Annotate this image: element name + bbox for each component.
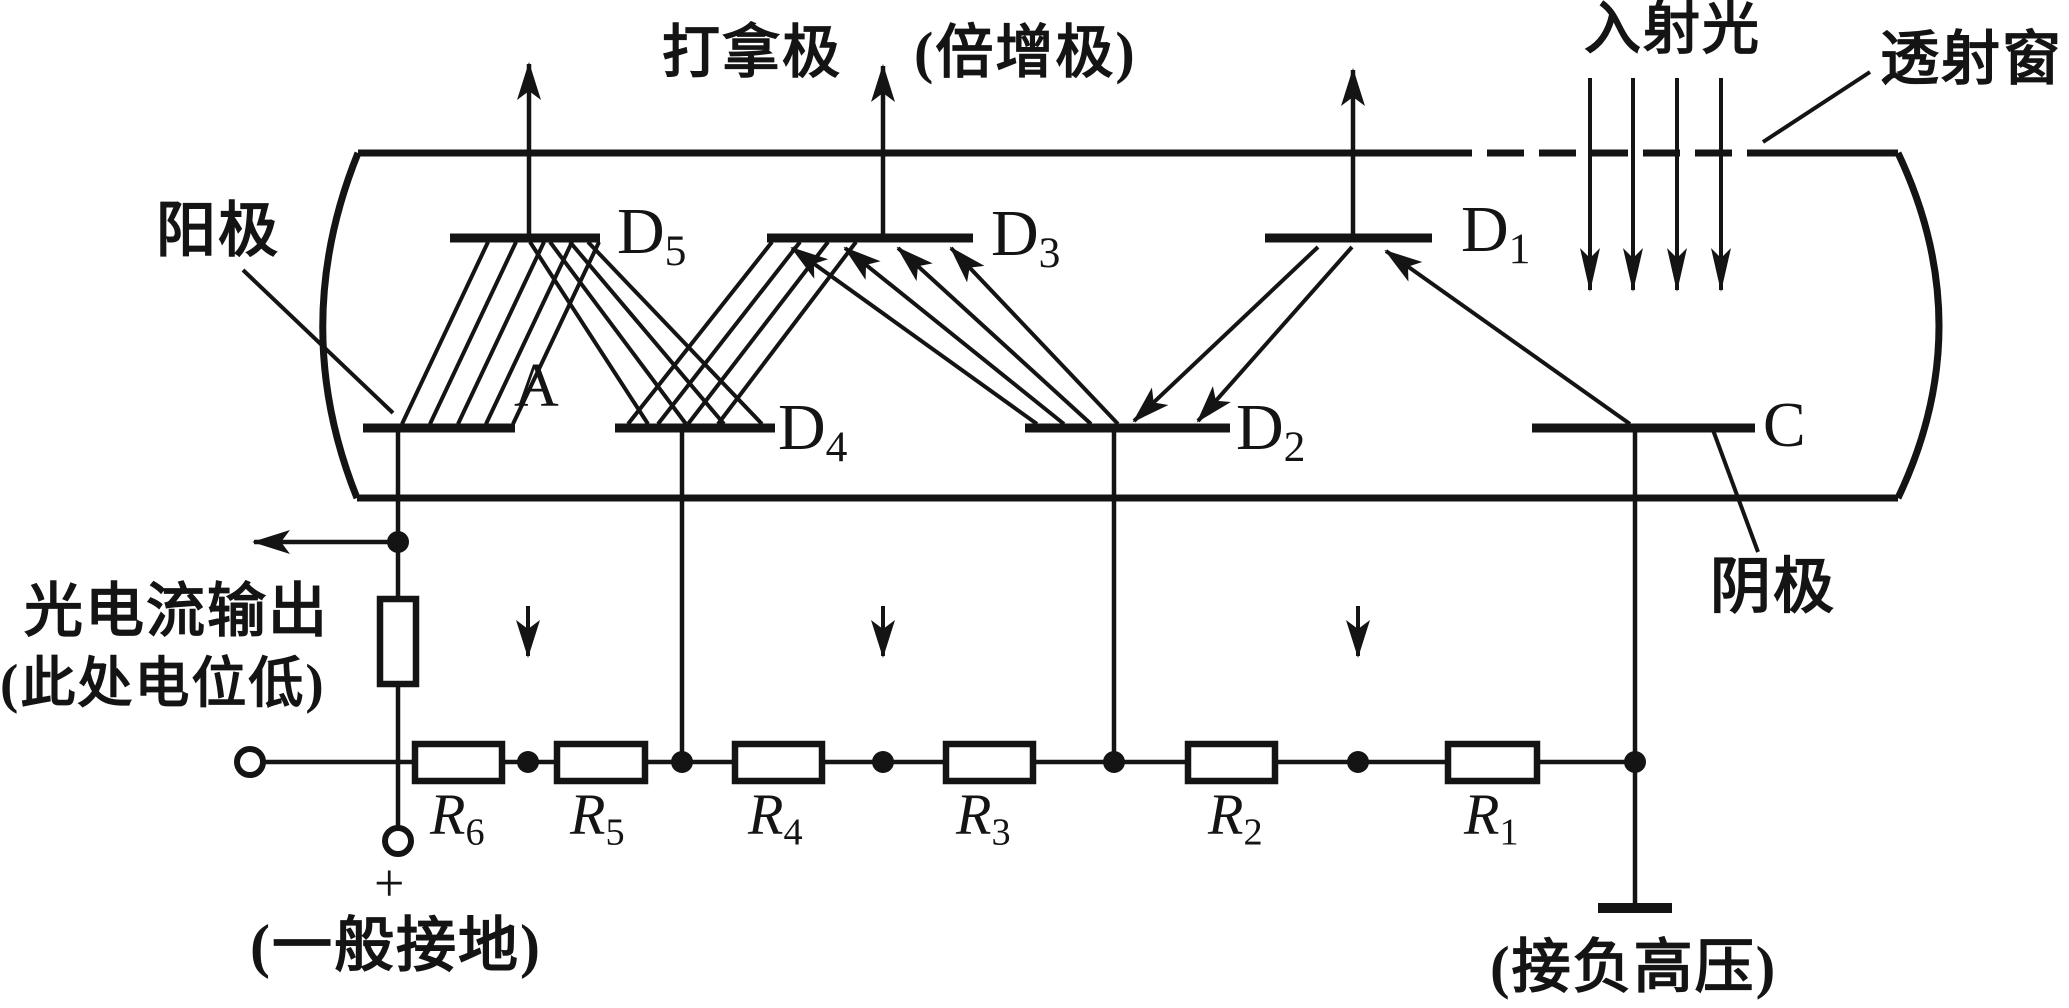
anode-label: 阳极 (156, 198, 280, 264)
dynode-title: 打拿极 (662, 20, 843, 85)
junction-dots (387, 531, 1646, 773)
incident-light-label: 入射光 (1584, 0, 1761, 61)
load-resistor-box (376, 595, 420, 688)
electron-trajectories (400, 240, 1632, 426)
electrode-label-cathode: C (1763, 389, 1806, 460)
resistor-box-r4 (731, 740, 826, 785)
electrode-bars (363, 233, 1755, 433)
electron-arrow-icon (896, 246, 1093, 426)
tube-envelope (319, 149, 1943, 502)
ground-terminal-circle (382, 825, 414, 857)
junction-dot (1624, 751, 1646, 773)
electrode-label-d5: D5 (617, 195, 687, 276)
dynode-title-paren: (倍增极) (914, 20, 1137, 85)
electrode-label-d4: D4 (778, 391, 848, 472)
resistor-box-r5 (553, 740, 649, 785)
resistor-box-r1 (1444, 740, 1541, 785)
junction-dot (517, 751, 539, 773)
cathode-pointer-line (1711, 429, 1760, 553)
electrode-label-anode: A (514, 352, 559, 420)
plus-sign: + (374, 853, 405, 913)
electrode-label-d3: D3 (991, 197, 1061, 278)
junction-dot (872, 751, 894, 773)
label-pointer-lines (241, 70, 1872, 553)
resistor-box-r6 (411, 740, 506, 785)
resistor-box-r3 (942, 740, 1037, 785)
junction-dot (387, 531, 409, 553)
resistor-label-r4: R4 (748, 782, 803, 854)
electron-arrow-icon (790, 246, 1039, 426)
electrode-label-d2: D2 (1236, 391, 1306, 472)
window-pointer-line (1761, 70, 1872, 144)
electron-arrow-icon (1132, 245, 1320, 423)
resistor-box-r2 (1184, 740, 1279, 785)
electron-arrow-icon (1196, 245, 1354, 423)
cathode-label: 阴极 (1710, 554, 1837, 621)
output-terminal-circle (234, 746, 266, 778)
resistor-boxes (411, 740, 1541, 785)
resistor-label-r6: R6 (430, 782, 485, 854)
resistor-label-r5: R5 (570, 782, 625, 854)
dynode-lead-arrows (517, 62, 1365, 238)
output-label-line1: 光电流输出 (24, 578, 330, 644)
ground-note-label: (一般接地) (250, 913, 542, 979)
incident-light-arrows (1580, 78, 1731, 292)
anode-pointer-line (241, 268, 395, 415)
junction-dot (1103, 751, 1125, 773)
electron-arrow-icon (949, 246, 1120, 426)
resistor-label-r2: R2 (1208, 782, 1263, 854)
envelope-left-cap (319, 151, 362, 500)
resistor-label-r3: R3 (956, 782, 1011, 854)
junction-dot (1347, 751, 1369, 773)
voltage-divider-circuit (234, 428, 1672, 913)
envelope-right-cap (1894, 151, 1943, 500)
electrode-label-d1: D1 (1461, 193, 1531, 274)
window-label: 透射窗 (1880, 26, 2064, 92)
electron-arrow-icon (1384, 249, 1632, 426)
junction-dot (671, 751, 693, 773)
hv-note-label: (接负高压) (1490, 934, 1778, 1000)
electron-arrow-icon (843, 246, 1066, 426)
output-label-line2: (此处电位低) (0, 653, 326, 714)
resistor-label-r1: R1 (1464, 782, 1519, 854)
